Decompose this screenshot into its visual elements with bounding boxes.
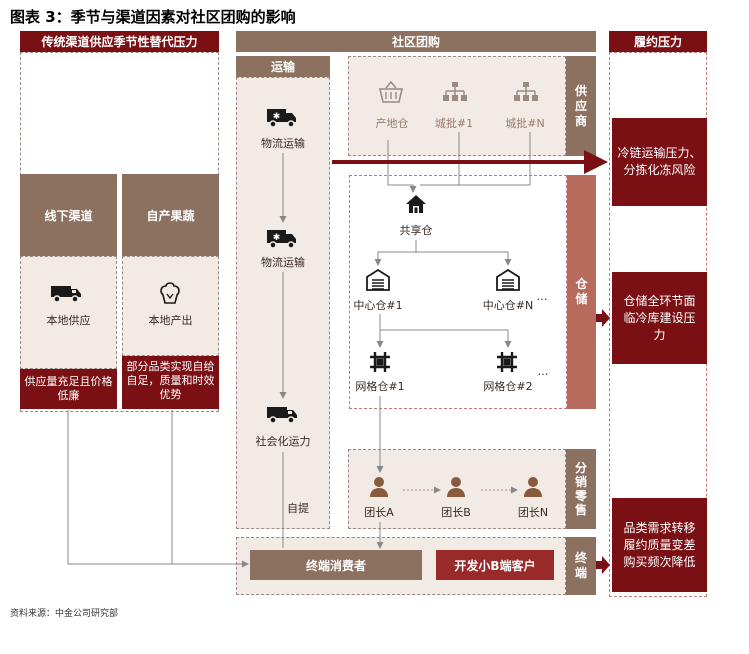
produce-icon: [157, 280, 183, 310]
grid-icon: [496, 351, 518, 377]
home-icon: [405, 194, 427, 218]
truck-icon: ✱: [266, 228, 298, 254]
terminal-side-label: 终端: [566, 537, 596, 595]
shared-warehouse: 共享仓: [399, 224, 433, 237]
hierarchy-icon: [442, 81, 468, 107]
pressure-quality: 品类需求转移履约质量变差购买频次降低: [612, 498, 707, 592]
self-body: [122, 256, 219, 356]
offline-desc: 供应量充足且价格低廉: [20, 369, 117, 409]
offline-body: [20, 256, 117, 369]
figure-title: 图表 3：季节与渠道因素对社区团购的影响: [10, 8, 296, 26]
transport-step2: 物流运输: [261, 256, 305, 269]
channel-offline: 线下渠道: [20, 174, 117, 256]
transport-step1: 物流运输: [261, 137, 305, 150]
supplier-node-1: 产地仓: [375, 117, 409, 130]
center-ellipsis: …: [536, 290, 548, 303]
pressure-cold-chain: 冷链运输压力、分拣化冻风险: [612, 118, 707, 206]
truck-icon: ✱: [266, 107, 298, 133]
self-label: 本地产出: [148, 314, 193, 327]
person-icon: [523, 476, 543, 502]
warehouse-icon: [496, 268, 520, 295]
supplier-node-2: 城批#1: [434, 117, 474, 130]
transport-step3: 社会化运力: [255, 435, 311, 448]
person-icon: [369, 476, 389, 502]
leader-b: 团长B: [441, 506, 471, 519]
grid-ellipsis: …: [537, 365, 549, 378]
distribution-side-label: 分销零售: [566, 449, 596, 529]
center-warehouse-1: 中心仓#1: [353, 299, 403, 312]
channel-self-produced: 自产果蔬: [122, 174, 219, 256]
svg-text:✱: ✱: [273, 233, 281, 243]
b-client: 开发小B端客户: [436, 550, 554, 580]
end-consumer: 终端消费者: [250, 550, 422, 580]
leader-a: 团长A: [364, 506, 394, 519]
van-icon: [50, 283, 82, 307]
supplier-node-3: 城批#N: [505, 117, 545, 130]
right-header: 履约压力: [609, 31, 707, 52]
warehouse-side-label: 仓储: [567, 175, 596, 409]
center-warehouse-n: 中心仓#N: [482, 299, 534, 312]
source-note: 资料来源：中金公司研究部: [10, 609, 119, 619]
pressure-storage: 仓储全环节面临冷库建设压力: [612, 272, 707, 364]
hierarchy-icon: [513, 81, 539, 107]
svg-text:✱: ✱: [273, 112, 281, 122]
offline-label: 本地供应: [46, 314, 91, 327]
middle-header: 社区团购: [236, 31, 596, 52]
person-icon: [446, 476, 466, 502]
van-icon: [266, 404, 298, 428]
supplier-side-label: 供应商: [566, 56, 596, 156]
transport-header: 运输: [236, 56, 330, 77]
grid-icon: [369, 351, 391, 377]
pickup-label: 自提: [287, 502, 309, 515]
grid-warehouse-2: 网格仓#2: [483, 380, 533, 393]
left-header: 传统渠道供应季节性替代压力: [20, 31, 219, 52]
leader-n: 团长N: [517, 506, 549, 519]
basket-icon: [378, 80, 404, 108]
warehouse-area: [349, 175, 567, 409]
grid-warehouse-1: 网格仓#1: [355, 380, 405, 393]
warehouse-icon: [366, 268, 390, 295]
self-desc: 部分品类实现自给自足，质量和时效优势: [122, 356, 219, 409]
